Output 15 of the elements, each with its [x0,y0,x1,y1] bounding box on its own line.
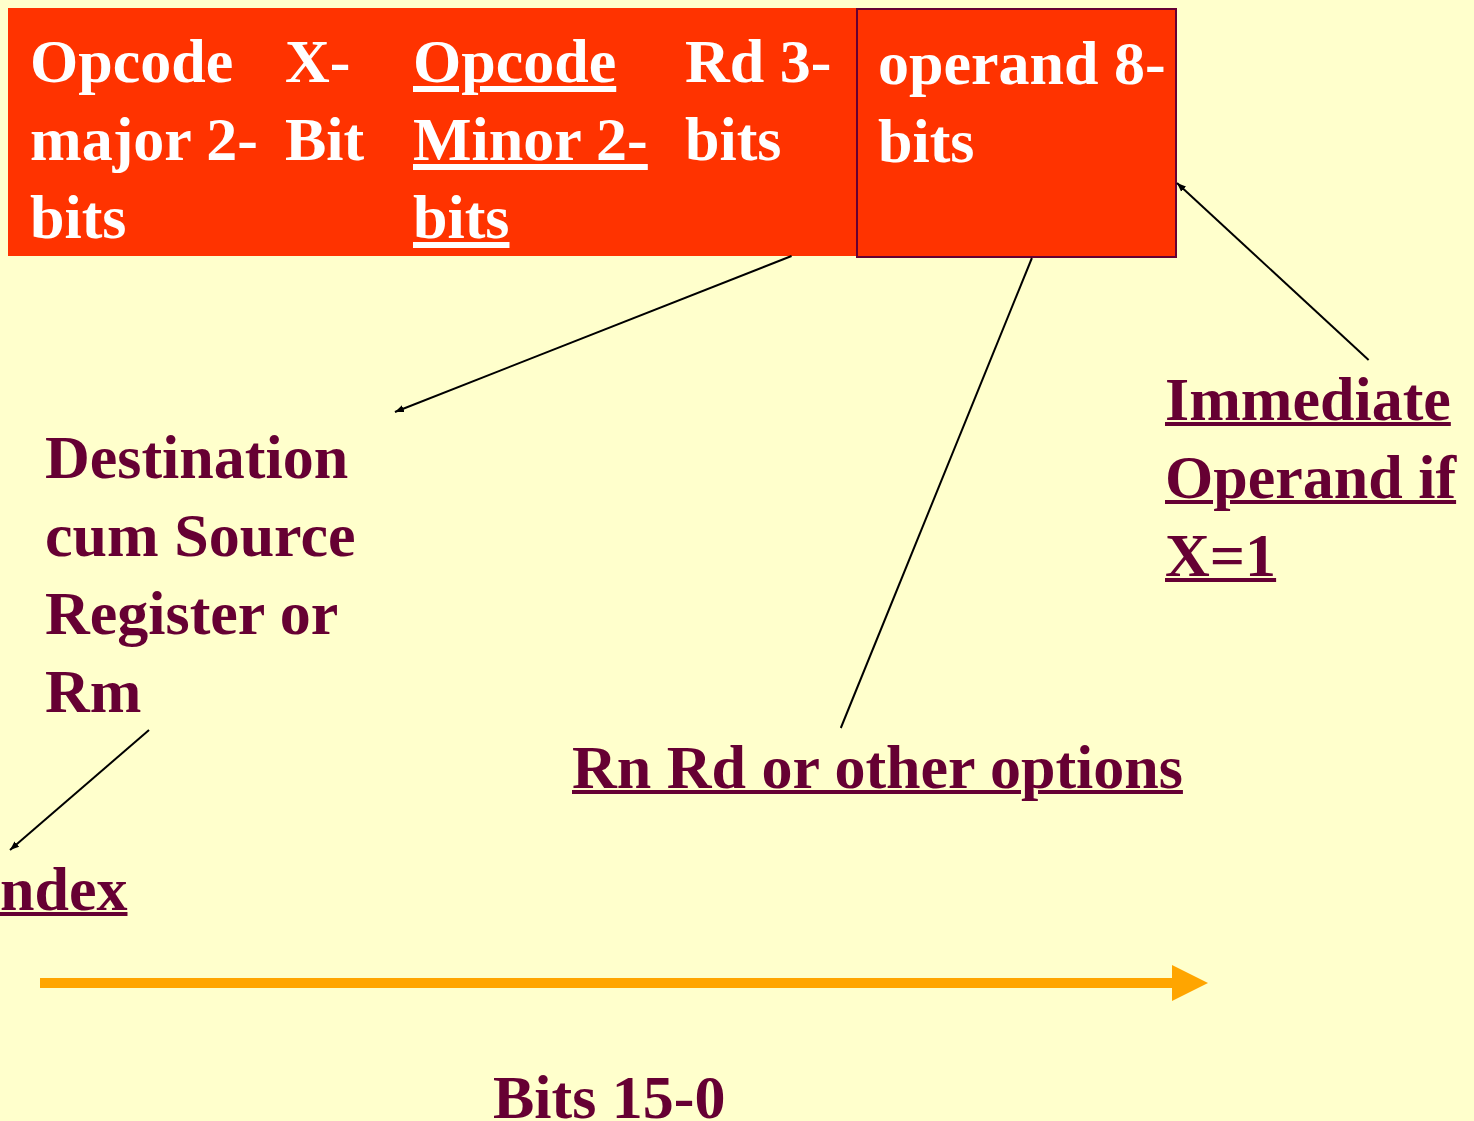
callout-text: Rn Rd or other options [572,728,1212,804]
field-label: Rd 3-bits [685,26,833,175]
field-label: Opcode major 2-bits [30,26,259,253]
arrow [9,729,151,851]
field-label: X- Bit [285,26,366,175]
arrow [393,255,793,413]
axis-label: Bits 15-0 [493,1062,727,1121]
leader-line [839,257,1033,729]
field-label: Opcode Minor 2-bits [413,26,649,253]
instruction-field [8,8,856,256]
instruction-field [856,8,1177,258]
callout-text: Immediate Operand if X=1 [1165,360,1474,595]
field-label: operand 8-bits [878,28,1167,177]
callout-text: Destination cum Source Register or Rm [45,412,405,730]
arrow [1176,182,1370,361]
